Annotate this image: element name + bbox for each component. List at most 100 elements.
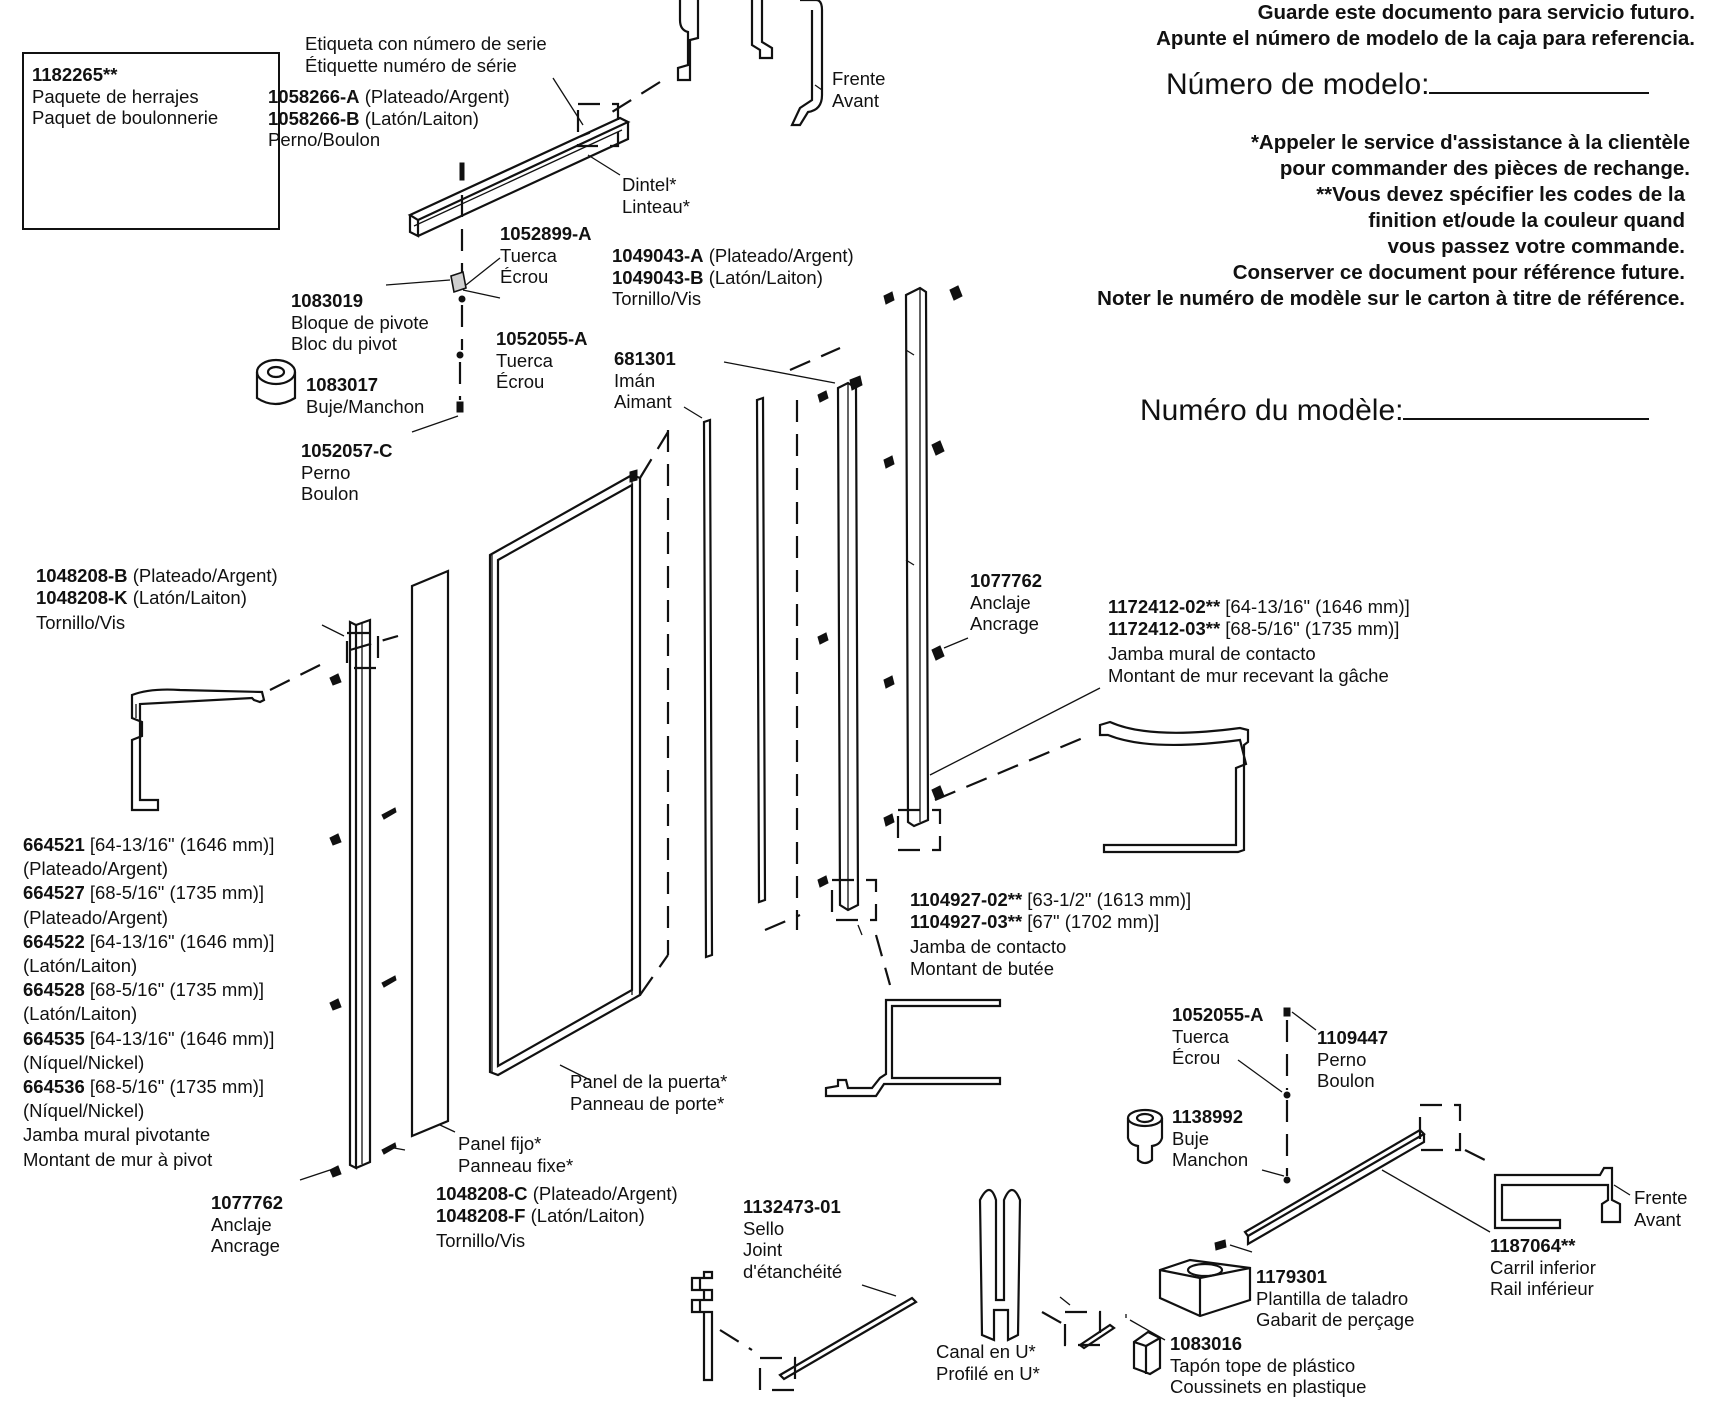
part-name: Coussinets en plastique: [1170, 1376, 1367, 1397]
part-name: Perno: [301, 461, 351, 483]
part-code: 1048208-B: [36, 565, 128, 586]
part-name: Boulon: [301, 483, 359, 504]
part-code: 1052055-A: [1172, 1004, 1264, 1025]
note-line: pour commander des pièces de rechange.: [1279, 157, 1690, 180]
part-name: Plantilla de taladro: [1256, 1287, 1409, 1309]
part-finish: (Plateado/Argent): [23, 858, 169, 880]
part-code: 664528: [23, 979, 85, 1001]
part-finish: (Níquel/Nickel): [23, 1051, 145, 1073]
part-size: [64-13/16" (1646 mm)]: [1225, 596, 1410, 617]
part-finish: (Plateado/Argent): [532, 1183, 678, 1204]
screw-1049043-label: 1049043-A (Plateado/Argent) 1049043-B (L…: [612, 245, 854, 310]
part-size: [64-13/16" (1646 mm)]: [89, 834, 275, 855]
right-wall-profile: [1098, 720, 1250, 854]
part-size: [64-13/16" (1646 mm)]: [89, 930, 275, 952]
part-code: 664527: [23, 882, 85, 904]
nut-bottom-label: 1052055-A Tuerca Écrou: [1172, 1004, 1264, 1069]
nut-1052899-label: 1052899-A Tuerca Écrou: [500, 223, 592, 288]
model-number-blank: [1403, 416, 1650, 420]
part-name: Écrou: [500, 266, 549, 287]
label-line: Etiqueta con número de serie: [305, 33, 547, 54]
part-name: Écrou: [496, 371, 545, 392]
header-notes-fr: *Appeler le service d'assistance à la cl…: [1097, 130, 1690, 312]
magnet-label: 681301 Imán Aimant: [614, 348, 676, 413]
serial-label: Etiqueta con número de serie Étiquette n…: [305, 33, 547, 76]
label-line: Panneau fixe*: [458, 1154, 574, 1176]
anchor-left-label: 1077762 Anclaje Ancrage: [211, 1192, 283, 1257]
part-name: Buje: [1172, 1127, 1210, 1149]
part-size: [68-5/16" (1735 mm)]: [89, 882, 265, 904]
note-line: Guarde este documento para servicio futu…: [1257, 1, 1695, 24]
leader-u-channel: [1059, 1296, 1071, 1306]
pivot-jamb-drawing: [321, 618, 397, 1178]
note-line: Apunte el número de modelo de la caja pa…: [1156, 27, 1695, 50]
part-code: 1104927-03**: [910, 910, 1023, 932]
u-channel-label: Canal en U* Profilé en U*: [936, 1341, 1040, 1384]
model-number-label: Número de modelo:: [1166, 68, 1430, 101]
frente-bottom-label: Frente Avant: [1634, 1187, 1687, 1230]
label-line: Panneau de porte*: [570, 1092, 725, 1114]
part-name: Écrou: [1172, 1047, 1221, 1068]
bottom-rail-label: 1187064** Carril inferior Rail inférieur: [1490, 1235, 1596, 1300]
part-code: 1182265**: [32, 64, 118, 85]
part-code: 1104927-02**: [910, 889, 1023, 910]
bolt-1052057-label: 1052057-C Perno Boulon: [301, 440, 393, 505]
label-line: Dintel*: [622, 174, 677, 195]
note-line: *Appeler le service d'assistance à la cl…: [1250, 131, 1690, 154]
anchor-right-label: 1077762 Anclaje Ancrage: [970, 570, 1042, 635]
part-finish: (Latón/Laiton): [530, 1204, 645, 1226]
label-line: Avant: [1634, 1208, 1681, 1230]
part-code: 1048208-F: [436, 1204, 526, 1226]
bottom-rail-hardware: [1237, 1007, 1631, 1246]
leader-fixed-panel: [439, 1124, 456, 1133]
part-finish: (Latón/Laiton): [23, 1003, 138, 1025]
part-code: 1132473-01: [743, 1196, 841, 1217]
part-name: Bloc du pivot: [291, 333, 397, 354]
label-line: Frente: [832, 68, 886, 89]
hardware-pack-box: [22, 52, 280, 230]
part-name: d'étanchéité: [743, 1260, 843, 1282]
nut-1052055-label: 1052055-A Tuerca Écrou: [496, 328, 588, 393]
part-code: 1187064**: [1490, 1235, 1576, 1256]
note-line: **Vous devez spécifier les codes de la: [1316, 183, 1685, 206]
pivot-block-label: 1083019 Bloque de pivote Bloc du pivot: [291, 290, 429, 355]
part-code: 1052057-C: [301, 440, 393, 461]
bushing-1083017-drawing: [255, 358, 297, 406]
label-line: Panel de la puerta*: [570, 1071, 728, 1092]
leader-serial: [552, 77, 584, 126]
part-name: Tuerca: [496, 349, 553, 371]
part-finish: (Plateado/Argent): [132, 565, 278, 586]
note-line: Noter le numéro de modèle sur le carton …: [1097, 287, 1685, 310]
model-number-fr: Numéro du modèle:: [1140, 394, 1650, 428]
part-code: 681301: [614, 348, 676, 369]
part-code: 1052055-A: [496, 328, 588, 349]
part-name: Montant de mur recevant la gâche: [1108, 664, 1389, 686]
screw-1048208-top-label: 1048208-B (Plateado/Argent) 1048208-K (L…: [36, 565, 278, 634]
part-code: 1077762: [211, 1192, 284, 1213]
part-name: Ancrage: [970, 613, 1039, 634]
part-code: 1048208-K: [36, 586, 128, 608]
butt-jamb-drawing: [723, 361, 878, 936]
door-panel-label: Panel de la puerta* Panneau de porte*: [570, 1071, 727, 1114]
label-line: Canal en U*: [936, 1341, 1036, 1362]
part-code: 1172412-03**: [1108, 617, 1221, 639]
part-code: 664522: [23, 930, 85, 952]
part-code: 1048208-C: [436, 1183, 528, 1204]
part-name: Bloque de pivote: [291, 311, 429, 333]
pivot-hardware-stack: [450, 162, 467, 413]
part-name: Gabarit de perçage: [1256, 1309, 1415, 1330]
part-code: 1083019: [291, 290, 364, 311]
part-name: Rail inférieur: [1490, 1278, 1594, 1299]
leader-1048208-bottom: [393, 1147, 406, 1151]
part-finish: (Latón/Laiton): [364, 107, 479, 129]
part-name: Tuerca: [500, 244, 557, 266]
part-name: Imán: [614, 369, 656, 391]
part-name: Aimant: [614, 391, 672, 412]
part-code: 1049043-A: [612, 245, 704, 266]
part-name: Perno/Boulon: [268, 129, 381, 150]
part-name: Ancrage: [211, 1235, 280, 1256]
leader-dintel: [587, 154, 621, 176]
dintel-label: Dintel* Linteau*: [622, 174, 690, 217]
label-line: Avant: [832, 89, 879, 111]
part-code: 1058266-B: [268, 107, 360, 129]
